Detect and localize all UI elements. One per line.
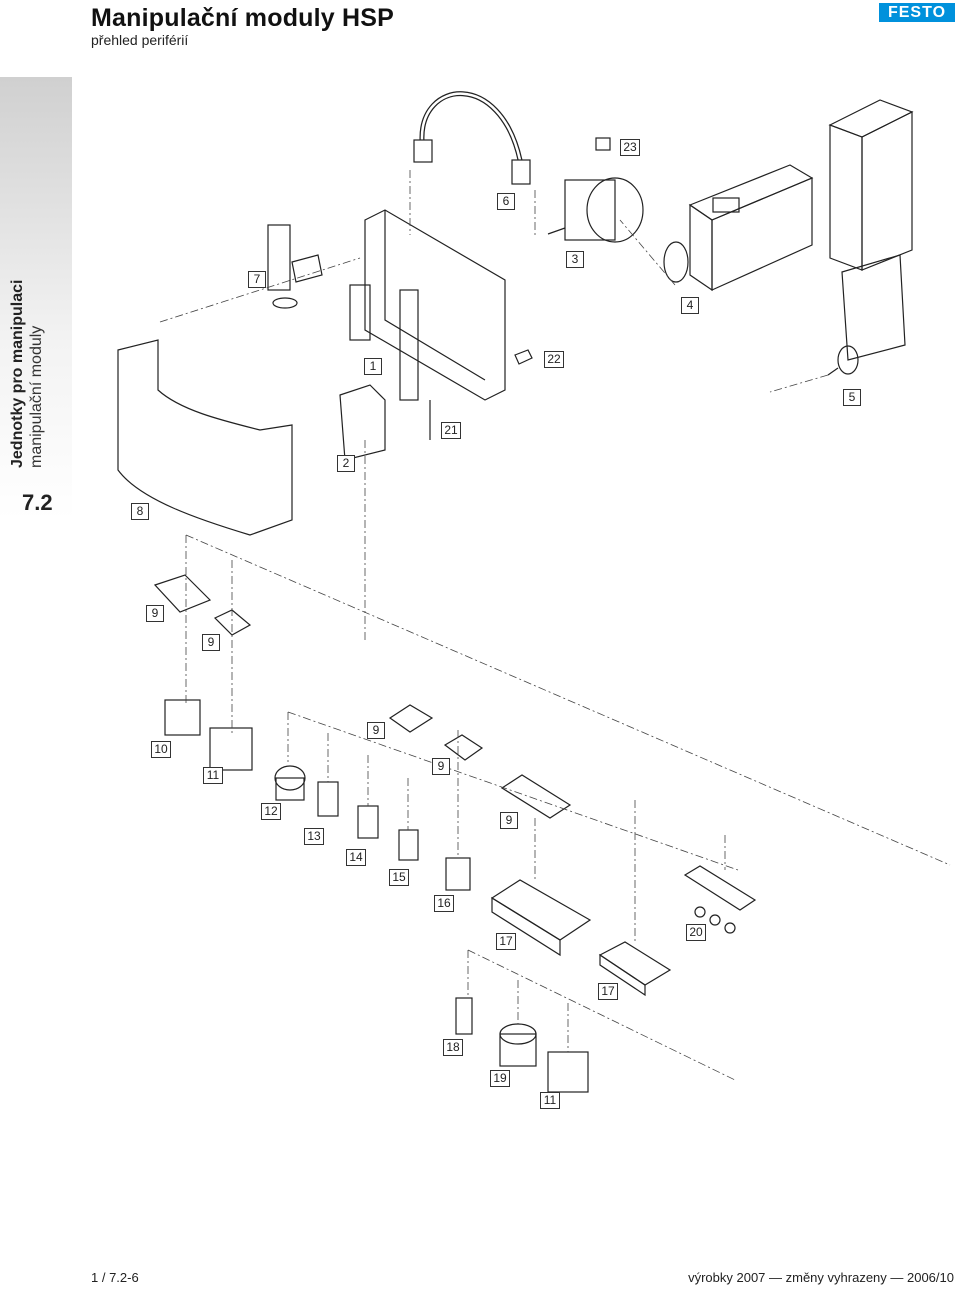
adapter-9c [388,704,434,733]
part-7-cylinder [267,224,291,291]
gripper-13 [317,781,339,817]
gripper-14 [357,805,379,839]
callout-14: 14 [346,849,366,866]
callout-19: 19 [490,1070,510,1087]
part-2-bracket [339,384,386,461]
callout-13: 13 [304,828,324,845]
part-11b [547,1051,589,1093]
callout-16: 16 [434,895,454,912]
callout-5: 5 [843,389,861,406]
callout-1: 1 [364,358,382,375]
motor-top [688,164,814,221]
gripper-10 [164,699,201,736]
callout-8: 8 [131,503,149,520]
footer-note: výrobky 2007 — změny vyhrazeny — 2006/10 [688,1270,954,1285]
page-title: Manipulační moduly HSP [91,4,395,32]
callout-6: 6 [497,193,515,210]
part-22 [514,349,533,365]
cover-8 [117,339,293,536]
gripper-16 [445,857,471,891]
rotary-drum [586,177,644,243]
fitting-23 [595,137,611,151]
callout-11a: 11 [203,767,223,784]
part-18 [455,997,473,1035]
vacuum-bar-20 [683,865,757,911]
slide-17a [490,879,592,941]
adapter-9e [500,774,572,819]
adapter-9a [153,574,212,613]
callout-22: 22 [544,351,564,368]
gripper-15 [398,829,419,861]
gripper-11 [209,727,253,771]
hsp-module [364,209,506,401]
motor-body [711,177,813,291]
page-subtitle: přehled periférií [91,32,189,48]
callout-15: 15 [389,869,409,886]
part-19 [499,1033,537,1067]
drawing-parts [117,91,914,1093]
hose-fitting-left [413,139,433,163]
motor-flange [663,241,689,283]
page-number: 1 / 7.2-6 [91,1270,139,1285]
callout-9d: 9 [432,758,450,775]
servo-body [861,111,913,271]
adapter-9b [213,609,252,636]
adapter-9d [443,734,484,761]
callout-21: 21 [441,422,461,439]
callout-11b: 11 [540,1092,560,1109]
callout-9a: 9 [146,605,164,622]
hose-fitting-right [511,159,531,185]
callout-23: 23 [620,139,640,156]
callout-7: 7 [248,271,266,288]
callout-12: 12 [261,803,281,820]
callout-18: 18 [443,1039,463,1056]
motor-display [712,197,740,213]
callout-17b: 17 [598,983,618,1000]
callout-3: 3 [566,251,584,268]
callout-9c: 9 [367,722,385,739]
callout-2: 2 [337,455,355,472]
gripper-12 [274,765,306,791]
callout-4: 4 [681,297,699,314]
section-number: 7.2 [22,490,53,515]
callout-20: 20 [686,924,706,941]
servo-gearbox [841,254,906,361]
side-tab [0,77,72,520]
hsp-arm [349,284,371,341]
center-lines [159,170,951,1081]
callout-17a: 17 [496,933,516,950]
festo-logo: FESTO [879,3,955,22]
callout-9b: 9 [202,634,220,651]
rotary-actuator [564,179,616,241]
callout-10: 10 [151,741,171,758]
callout-9e: 9 [500,812,518,829]
hsp-slide [399,289,419,401]
